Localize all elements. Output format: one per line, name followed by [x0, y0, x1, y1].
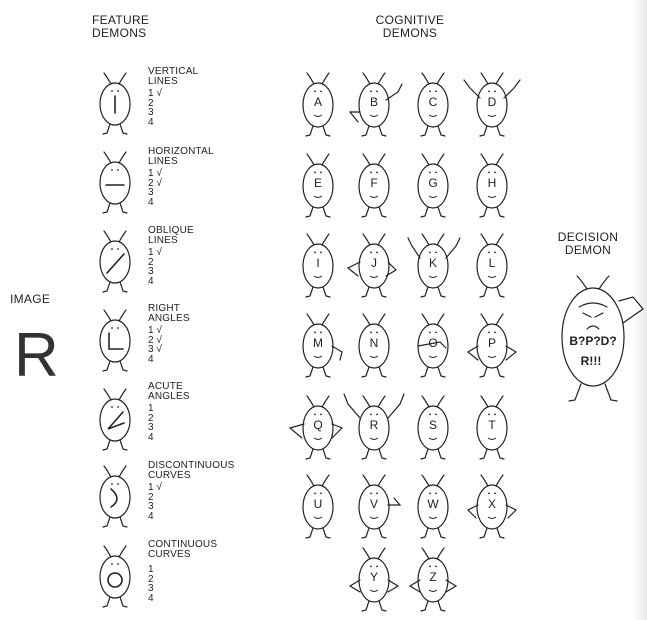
arm-d-right — [504, 80, 520, 98]
cognitive-demon-m: M — [303, 314, 333, 377]
cognitive-letter-c: C — [429, 95, 438, 109]
cognitive-demon-n: N — [359, 314, 389, 377]
cognitive-demon-g: G — [418, 154, 448, 217]
cognitive-demon-j: J — [359, 234, 389, 297]
cognitive-letter-g: G — [428, 176, 437, 190]
feature-demon-right-angle — [100, 310, 130, 371]
cognitive-letter-t: T — [488, 418, 496, 432]
cognitive-letter-q: Q — [313, 418, 322, 432]
cognitive-letter-d: D — [488, 95, 497, 109]
cognitive-demon-x: X — [477, 475, 507, 538]
cognitive-letter-n: N — [370, 336, 379, 350]
cognitive-demon-i: I — [303, 234, 333, 297]
cognitive-demon-c: C — [418, 73, 448, 136]
cognitive-demon-d: D — [477, 73, 507, 136]
cognitive-demon-p: P — [477, 314, 507, 377]
cognitive-demon-a: A — [303, 73, 333, 136]
cognitive-letter-u: U — [314, 497, 323, 511]
cognitive-letter-l: L — [489, 256, 496, 270]
cognitive-letter-b: B — [370, 95, 378, 109]
cognitive-letter-j: J — [371, 256, 377, 270]
acute-angle-symbol — [108, 412, 124, 429]
cognitive-demon-t: T — [477, 396, 507, 459]
cognitive-demon-z: Z — [418, 548, 448, 611]
feature-demon-oblique-line — [100, 231, 130, 292]
cognitive-letter-i: I — [316, 256, 319, 270]
cognitive-letter-f: F — [370, 176, 377, 190]
arm-d-left — [464, 80, 480, 98]
arm-r-left — [344, 394, 360, 418]
arm-k-left — [408, 238, 420, 258]
cognitive-demon-y: Y — [359, 548, 389, 611]
decision-demon: B?P?D? R!!! — [562, 276, 643, 401]
decision-line-2: R!!! — [581, 354, 602, 368]
oblique-line-symbol — [107, 254, 124, 273]
decision-line-1: B?P?D? — [569, 334, 616, 348]
cognitive-demon-u: U — [303, 475, 333, 538]
cognitive-letter-k: K — [429, 256, 437, 270]
feature-demon-horizontal-line — [100, 152, 130, 213]
cognitive-demon-r: R — [359, 396, 389, 459]
arm-k-right — [446, 238, 460, 258]
cognitive-demon-b: B — [359, 73, 389, 136]
arm-j-left — [348, 262, 360, 276]
cognitive-letter-w: W — [427, 497, 439, 511]
continuous-curve-symbol — [108, 573, 122, 587]
feature-demon-discontinuous-curve — [100, 466, 130, 527]
feature-demon-acute-angle — [100, 389, 130, 450]
cognitive-demon-w: W — [418, 475, 448, 538]
cognitive-letter-m: M — [313, 336, 323, 350]
cognitive-letter-z: Z — [429, 570, 436, 584]
cognitive-demon-e: E — [303, 154, 333, 217]
cognitive-demon-l: L — [477, 234, 507, 297]
arm-b-left — [350, 112, 360, 122]
cognitive-demon-s: S — [418, 396, 448, 459]
cognitive-demon-k: K — [418, 234, 448, 297]
cognitive-letter-e: E — [314, 176, 322, 190]
discontinuous-curve-symbol — [111, 489, 117, 507]
cognitive-letter-r: R — [370, 418, 379, 432]
arm-q-left — [290, 424, 304, 438]
cognitive-letter-a: A — [314, 95, 322, 109]
cognitive-letter-y: Y — [370, 570, 378, 584]
cognitive-letter-s: S — [429, 418, 437, 432]
arm-r-right — [388, 394, 404, 418]
cognitive-demon-h: H — [477, 154, 507, 217]
cognitive-letter-h: H — [488, 176, 497, 190]
cognitive-demon-v: V — [359, 475, 389, 538]
feature-demon-continuous-curve — [100, 546, 130, 607]
cognitive-letter-x: X — [488, 497, 496, 511]
feature-demon-vertical-line — [100, 73, 130, 134]
cognitive-letter-v: V — [370, 497, 378, 511]
cognitive-demon-f: F — [359, 154, 389, 217]
cognitive-letter-p: P — [488, 336, 496, 350]
arm-v-right — [388, 498, 400, 505]
cognitive-demon-q: Q — [303, 396, 333, 459]
right-angle-symbol — [109, 333, 123, 349]
